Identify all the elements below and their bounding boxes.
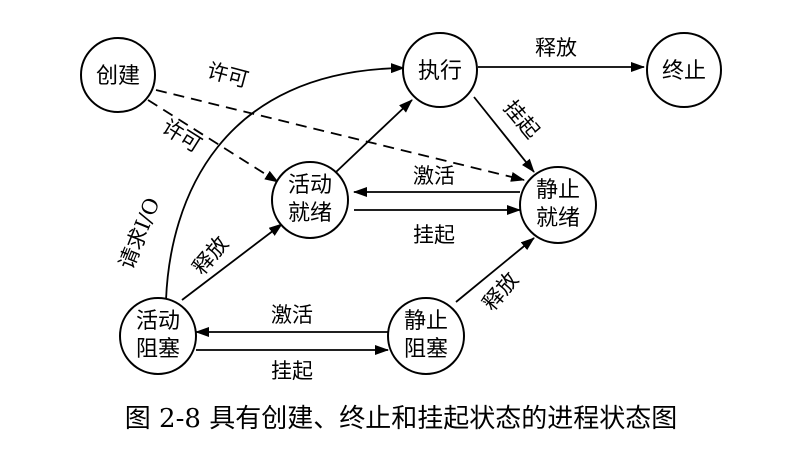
figure-caption: 图 2-8 具有创建、终止和挂起状态的进程状态图 xyxy=(124,404,678,434)
node-active-blocked: 活动 阻塞 xyxy=(119,297,197,375)
node-create: 创建 xyxy=(80,37,156,113)
node-create-label: 创建 xyxy=(96,64,140,89)
edge-label-static-ready-to-active-ready: 激活 xyxy=(413,164,455,188)
node-terminate-label: 终止 xyxy=(662,59,706,84)
node-static-ready-label-line2: 就绪 xyxy=(536,206,580,231)
edge-active-blocked-to-execute xyxy=(165,63,405,301)
edge-create-to-active-ready xyxy=(147,99,279,183)
process-state-diagram: 创建 执行 终止 活动 就绪 静止 就绪 活动 阻塞 静止 阻塞 许可 许可 释… xyxy=(80,32,722,383)
edge-label-static-blocked-to-active-blocked: 激活 xyxy=(271,303,313,327)
edge-label-execute-to-terminate: 释放 xyxy=(535,36,577,60)
edge-label-active-ready-to-static-ready: 挂起 xyxy=(413,223,455,247)
node-active-blocked-label-line1: 活动 xyxy=(136,309,180,334)
edge-label-create-to-static-ready: 许可 xyxy=(204,58,251,92)
node-terminate: 终止 xyxy=(646,32,722,108)
node-static-blocked: 静止 阻塞 xyxy=(387,297,465,375)
node-static-ready-label-line1: 静止 xyxy=(536,178,580,203)
edge-execute-to-static-ready xyxy=(473,96,535,173)
node-active-ready-label-line2: 就绪 xyxy=(288,201,332,226)
edge-label-active-blocked-to-static-blocked: 挂起 xyxy=(271,359,313,383)
edge-label-create-to-active-ready: 许可 xyxy=(158,115,206,158)
edge-label-static-blocked-to-static-ready: 释放 xyxy=(478,268,523,316)
edge-active-blocked-to-active-ready xyxy=(181,223,283,301)
node-execute: 执行 xyxy=(402,32,478,108)
node-static-blocked-label-line1: 静止 xyxy=(404,309,448,334)
edge-static-blocked-to-static-ready xyxy=(455,237,535,303)
node-active-ready: 活动 就绪 xyxy=(271,161,349,239)
edge-create-to-static-ready xyxy=(155,89,525,182)
node-execute-label: 执行 xyxy=(418,59,462,84)
node-active-blocked-label-line2: 阻塞 xyxy=(136,337,180,362)
node-active-ready-label-line1: 活动 xyxy=(288,173,332,198)
edge-label-active-blocked-to-active-ready: 释放 xyxy=(188,232,233,280)
node-static-blocked-label-line2: 阻塞 xyxy=(404,337,448,362)
node-static-ready: 静止 就绪 xyxy=(519,166,597,244)
edge-active-ready-to-execute xyxy=(335,99,413,173)
edge-label-active-blocked-to-execute: 请求I/O xyxy=(114,194,164,272)
